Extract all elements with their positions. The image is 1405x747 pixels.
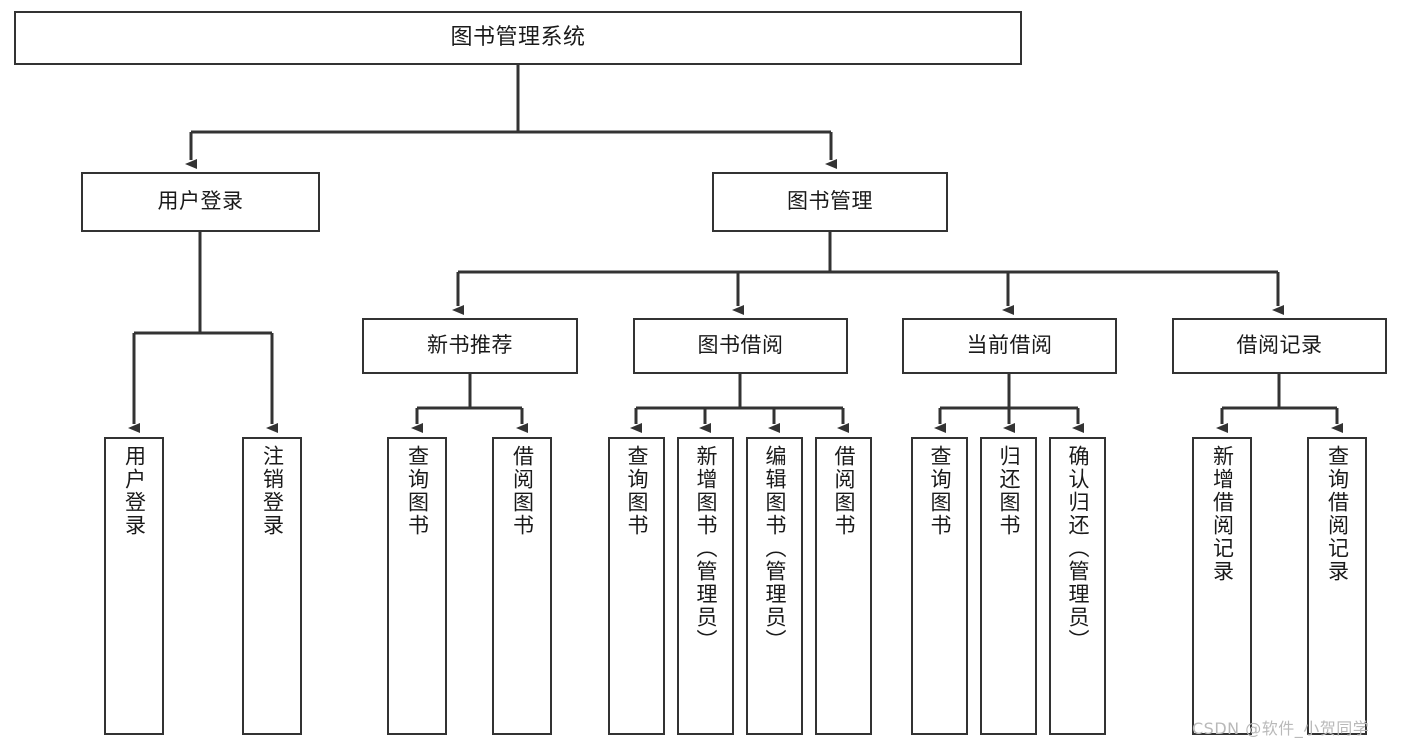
node-label: 借阅记录 bbox=[1236, 333, 1323, 358]
node-book-management[interactable]: 图书管理 bbox=[712, 172, 948, 232]
leaf-confirm-return[interactable]: 确认归还（管理员） bbox=[1049, 437, 1106, 735]
leaf-query-borrow-record[interactable]: 查询借阅记录 bbox=[1307, 437, 1367, 735]
leaf-logout-login[interactable]: 注销登录 bbox=[242, 437, 302, 735]
node-label: 图书管理 bbox=[787, 189, 873, 214]
leaf-add-borrow-record[interactable]: 新增借阅记录 bbox=[1192, 437, 1252, 735]
node-label: 借阅图书 bbox=[510, 445, 535, 537]
leaf-add-book[interactable]: 新增图书（管理员） bbox=[677, 437, 734, 735]
node-label: 注销登录 bbox=[260, 445, 285, 537]
node-label: 用户登录 bbox=[157, 189, 244, 214]
leaf-query-book-recommend[interactable]: 查询图书 bbox=[387, 437, 447, 735]
leaf-borrow-book-recommend[interactable]: 借阅图书 bbox=[492, 437, 552, 735]
leaf-edit-book[interactable]: 编辑图书（管理员） bbox=[746, 437, 803, 735]
node-book-management-system[interactable]: 图书管理系统 bbox=[14, 11, 1022, 65]
node-label: 查询借阅记录 bbox=[1325, 445, 1350, 583]
node-label: 图书借阅 bbox=[697, 333, 784, 358]
node-label: 查询图书 bbox=[928, 445, 952, 537]
node-label: 新增借阅记录 bbox=[1210, 445, 1235, 583]
node-label: 查询图书 bbox=[405, 445, 430, 537]
node-label: 归还图书 bbox=[997, 445, 1021, 537]
node-new-book-recommend[interactable]: 新书推荐 bbox=[362, 318, 578, 374]
node-borrow-record[interactable]: 借阅记录 bbox=[1172, 318, 1387, 374]
node-label: 用户登录 bbox=[122, 445, 147, 537]
node-label: 确认归还（管理员） bbox=[1066, 445, 1090, 652]
node-current-borrow[interactable]: 当前借阅 bbox=[902, 318, 1117, 374]
node-user-login[interactable]: 用户登录 bbox=[81, 172, 320, 232]
node-label: 编辑图书（管理员） bbox=[763, 445, 787, 652]
watermark: CSDN @软件_小贺同学 bbox=[1192, 719, 1370, 738]
leaf-borrow-book[interactable]: 借阅图书 bbox=[815, 437, 872, 735]
node-label: 新书推荐 bbox=[427, 333, 513, 358]
node-book-borrow[interactable]: 图书借阅 bbox=[633, 318, 848, 374]
node-label: 查询图书 bbox=[625, 445, 649, 537]
leaf-user-login[interactable]: 用户登录 bbox=[104, 437, 164, 735]
node-label: 新增图书（管理员） bbox=[694, 445, 718, 652]
leaf-return-book[interactable]: 归还图书 bbox=[980, 437, 1037, 735]
leaf-query-book-current[interactable]: 查询图书 bbox=[911, 437, 968, 735]
node-label: 图书管理系统 bbox=[450, 24, 586, 50]
node-label: 借阅图书 bbox=[832, 445, 856, 537]
node-label: 当前借阅 bbox=[966, 333, 1053, 358]
leaf-query-book-borrow[interactable]: 查询图书 bbox=[608, 437, 665, 735]
